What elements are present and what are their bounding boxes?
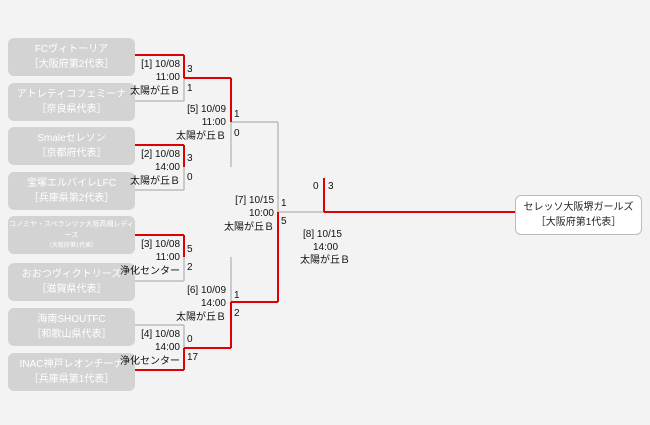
match-1-time: 11:00: [155, 72, 180, 83]
team-region: ［和歌山県代表］: [31, 329, 112, 340]
team-name: 宝塚エルバイレLFC: [27, 178, 116, 189]
champion-region: ［大阪府第1代表］: [535, 217, 622, 228]
match-2-time: 14:00: [154, 162, 180, 173]
match-6-score-top: 1: [234, 290, 240, 301]
match-7-score-top: 1: [281, 198, 287, 209]
match-5-time: 11:00: [201, 117, 226, 128]
match-3-score-bottom: 2: [187, 262, 193, 273]
team-box-5: コノミヤ・スペランツァ大阪高槻レディース （大阪府第1代表）: [8, 216, 135, 254]
team-box-7: 海南SHOUTFC ［和歌山県代表］: [8, 308, 135, 346]
match-4-time: 14:00: [154, 342, 180, 353]
team-box-8: INAC神戸レオンチーナ ［兵庫県第1代表］: [8, 353, 135, 391]
team-box-1: FCヴィトーリア ［大阪府第2代表］: [8, 38, 135, 76]
team-box-2: アトレティコフェミーナ ［奈良県代表］: [8, 83, 135, 121]
team-name: Smaleセレソン: [37, 133, 106, 144]
match-6-time: 14:00: [200, 298, 226, 309]
match-6-score-bottom: 2: [234, 308, 240, 319]
team-name: おおつヴィクトリーズ: [21, 269, 122, 280]
team-region: ［京都府代表］: [36, 148, 107, 159]
match-3-venue: 浄化センター: [120, 266, 180, 277]
match-1-score-bottom: 1: [187, 83, 193, 94]
team-region: ［兵庫県第1代表］: [28, 374, 115, 385]
match-3-score-top: 5: [187, 244, 193, 255]
match-3-time: 11:00: [155, 252, 180, 263]
team-box-4: 宝塚エルバイレLFC ［兵庫県第2代表］: [8, 172, 135, 210]
match-5-score-top: 1: [234, 109, 240, 120]
match-1-score-top: 3: [187, 64, 193, 75]
team-box-6: おおつヴィクトリーズ ［滋賀県代表］: [8, 263, 135, 301]
match-4-score-top: 0: [187, 334, 193, 345]
match-3-number: [3] 10/08: [141, 239, 180, 250]
match-2-number: [2] 10/08: [141, 149, 180, 160]
team-box-3: Smaleセレソン ［京都府代表］: [8, 127, 135, 165]
team-name: コノミヤ・スペランツァ大阪高槻レディース: [8, 221, 135, 239]
match-8-score-right: 3: [328, 181, 334, 192]
match-2-venue: 太陽が丘Ｂ: [130, 176, 180, 187]
team-name: INAC神戸レオンチーナ: [19, 359, 124, 370]
team-name: アトレティコフェミーナ: [16, 89, 127, 100]
team-region: ［大阪府第2代表］: [28, 59, 115, 70]
match-2-score-top: 3: [187, 153, 193, 164]
team-name: FCヴィトーリア: [34, 44, 109, 55]
team-name: 海南SHOUTFC: [37, 314, 106, 325]
match-4-score-bottom: 17: [187, 352, 199, 363]
match-1-venue: 太陽が丘Ｂ: [130, 86, 180, 97]
team-region: ［兵庫県第2代表］: [28, 193, 115, 204]
match-6-number: [6] 10/09: [187, 285, 226, 296]
match-7-time: 10:00: [248, 208, 274, 219]
match-7-number: [7] 10/15: [235, 195, 274, 206]
match-5-score-bottom: 0: [234, 128, 240, 139]
match-8-score-left: 0: [313, 181, 319, 192]
match-7-score-bottom: 5: [281, 216, 287, 227]
team-region: ［滋賀県代表］: [36, 284, 107, 295]
match-7-venue: 太陽が丘Ｂ: [224, 222, 274, 233]
match-6-venue: 太陽が丘Ｂ: [176, 312, 226, 323]
match-4-number: [4] 10/08: [141, 329, 180, 340]
match-2-score-bottom: 0: [187, 172, 193, 183]
team-region: ［奈良県代表］: [36, 104, 107, 115]
champion-name: セレッソ大阪堺ガールズ: [523, 202, 634, 213]
champion-box: セレッソ大阪堺ガールズ ［大阪府第1代表］: [515, 195, 642, 235]
team-region: （大阪府第1代表）: [45, 243, 98, 249]
match-8-venue: 太陽が丘Ｂ: [300, 255, 350, 266]
match-5-number: [5] 10/09: [187, 104, 226, 115]
match-8-time: 14:00: [313, 242, 339, 253]
match-4-venue: 浄化センター: [120, 356, 180, 367]
match-1-number: [1] 10/08: [141, 59, 180, 70]
match-5-venue: 太陽が丘Ｂ: [176, 131, 226, 142]
match-8-number: [8] 10/15: [303, 229, 342, 240]
